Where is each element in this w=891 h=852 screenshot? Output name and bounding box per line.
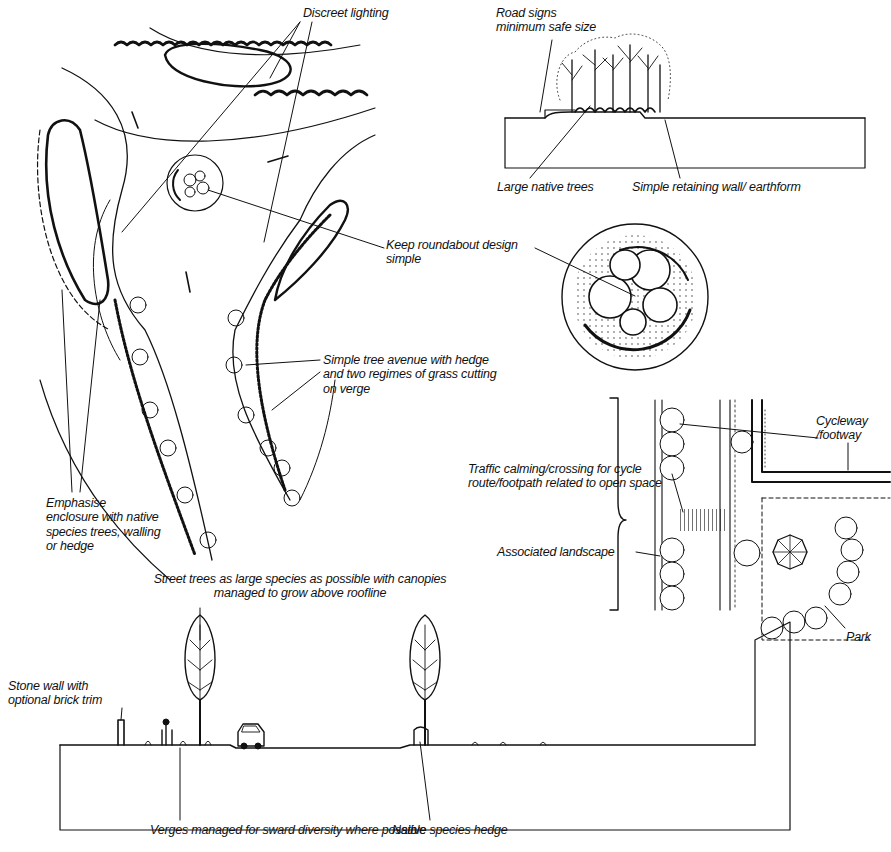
annotation-label: Cycleway /footway [816,414,888,443]
annotation-label: Large native trees [497,180,627,194]
annotation-label: Keep roundabout design simple [386,238,536,267]
annotation-label: Traffic calming/crossing for cycle route… [468,462,673,491]
annotation-label: Park [846,630,888,644]
annotation-label: Native species hedge [392,823,552,837]
annotation-label: Discreet lighting [303,6,433,20]
annotation-label: Road signs minimum safe size [496,6,606,35]
annotation-label: Emphasise enclosure with native species … [46,496,161,554]
annotation-label: Simple retaining wall/ earthform [632,180,882,194]
annotation-label: Simple tree avenue with hedge and two re… [323,353,498,396]
annotation-label: Stone wall with optional brick trim [8,679,120,708]
annotation-label: Street trees as large species as possibl… [140,572,460,601]
annotation-label: Associated landscape [497,545,637,559]
